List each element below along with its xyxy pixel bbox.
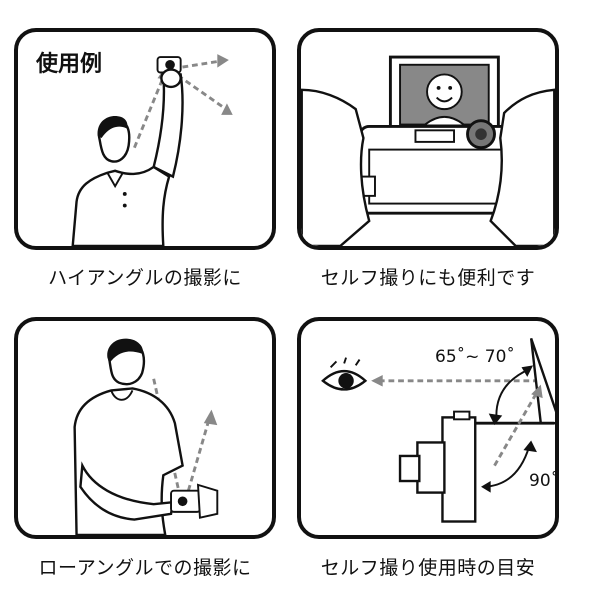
self-portrait-caption: セルフ撮りにも便利です	[320, 267, 536, 289]
person-raising-camera-icon	[71, 54, 233, 246]
high-angle-caption: ハイアングルの撮影に	[48, 267, 242, 289]
camera-side-view-icon	[398, 410, 477, 523]
self-guide-caption: セルフ撮り使用時の目安	[320, 557, 536, 579]
panel-high-angle: 使用例	[14, 28, 276, 250]
low-angle-caption: ローアングルでの撮影に	[38, 557, 252, 579]
usage-example-heading: 使用例	[36, 52, 103, 77]
panel-self-guide: 65˚~ 70˚ 90˚	[297, 317, 559, 539]
eye-icon	[321, 357, 368, 391]
angle-range-label: 65˚~ 70˚	[435, 347, 515, 367]
panel-low-angle	[14, 317, 276, 539]
angle-right-label: 90˚	[529, 471, 559, 491]
camera-selfie-screen-icon	[301, 55, 555, 246]
panel-self-portrait	[297, 28, 559, 250]
person-low-angle-icon	[73, 338, 219, 535]
